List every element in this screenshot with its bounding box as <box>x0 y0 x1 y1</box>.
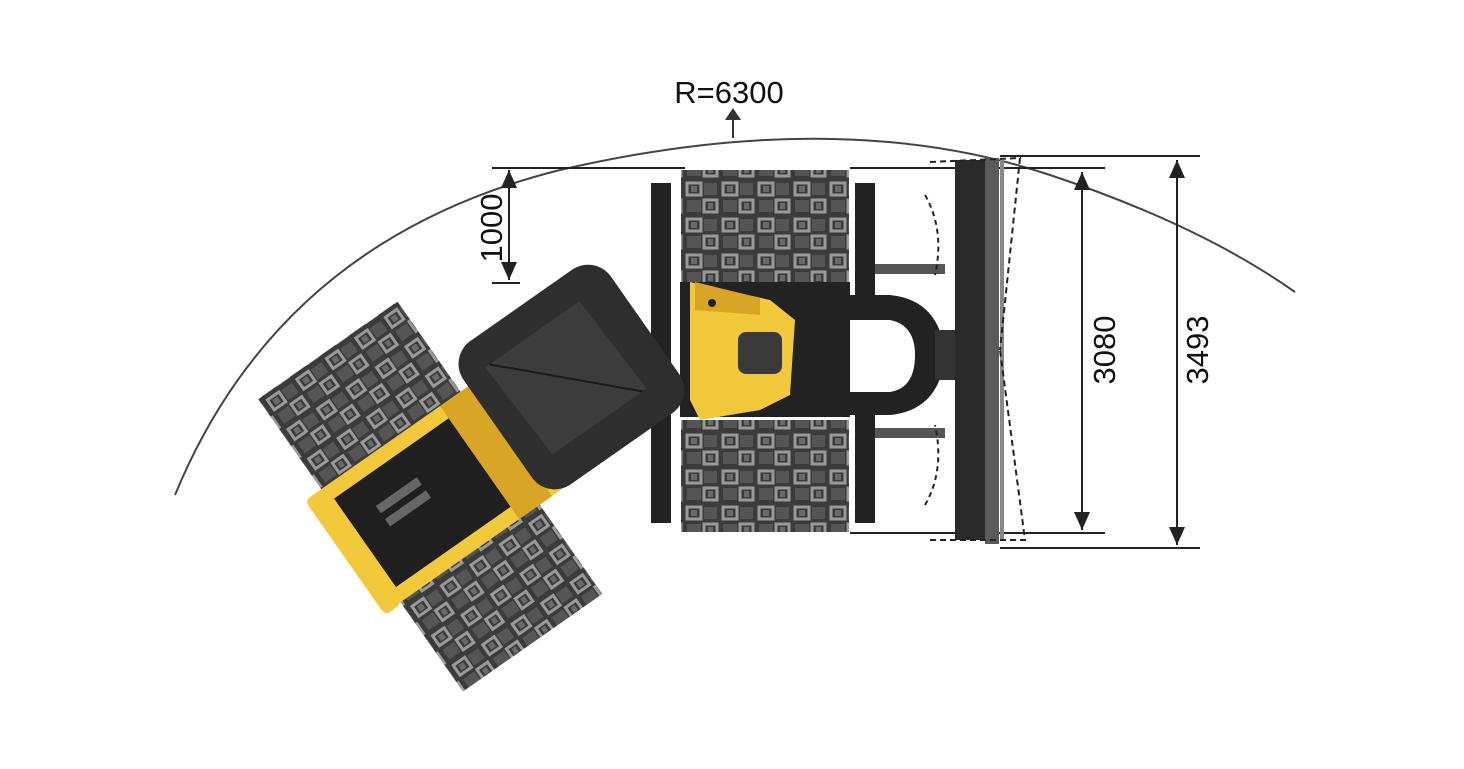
front-tire-bottom <box>681 420 849 532</box>
inner-width-label: 3080 <box>1087 316 1122 385</box>
outer-width-dimension: 3493 <box>1000 155 1215 549</box>
radius-arrow-icon <box>725 108 741 120</box>
front-tire-top <box>681 170 849 282</box>
rear-tire-bottom <box>398 502 603 692</box>
cab-roof <box>458 264 685 490</box>
offset-label: 1000 <box>474 194 509 263</box>
turning-radius-arc <box>174 137 1296 496</box>
outer-width-label: 3493 <box>1180 316 1215 385</box>
offset-dimension: 1000 <box>474 167 685 284</box>
radius-label: R=6300 <box>674 75 783 110</box>
dozer-blade <box>924 156 1027 544</box>
radius-indicator: R=6300 <box>674 75 784 138</box>
articulation-joint <box>690 282 795 420</box>
rear-tire-top <box>258 301 462 491</box>
